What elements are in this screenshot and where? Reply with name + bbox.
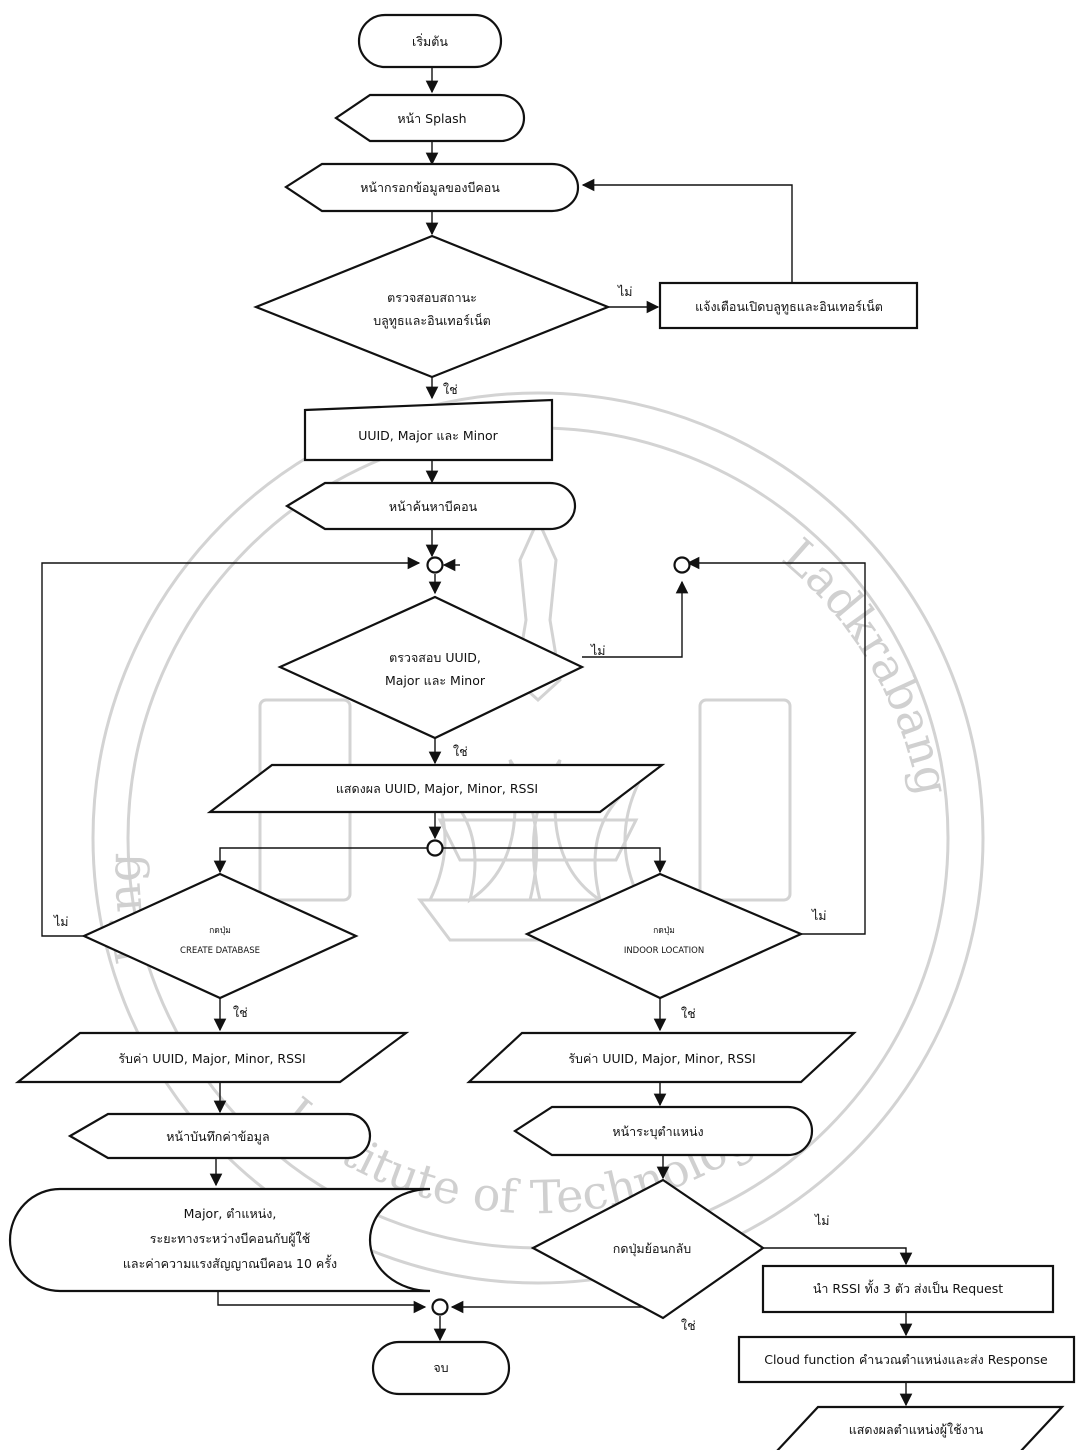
status-decision-line-1: ตรวจสอบสถานะ xyxy=(387,290,477,305)
manual-input: UUID, Major และ Minor xyxy=(303,398,554,462)
cloud-function-label: Cloud function คำนวณตำแหน่งและส่ง Respon… xyxy=(764,1352,1048,1367)
stored-data-line-2: ระยะทางระหว่างบีคอนกับผู้ใช้ xyxy=(150,1231,310,1247)
input-page-display: หน้ากรอกข้อมูลของบีคอน xyxy=(283,162,580,213)
splash-display: หน้า Splash xyxy=(334,93,526,143)
receive-left-label: รับค่า UUID, Major, Minor, RSSI xyxy=(118,1051,305,1066)
indoor-decision-line-2: INDOOR LOCATION xyxy=(624,946,704,956)
locate-page-display: หน้าระบุตำแหน่ง xyxy=(512,1105,814,1157)
stored-data: Major, ตำแหน่ง, ระยะทางระหว่างบีคอนกับผู… xyxy=(8,1187,431,1293)
status-decision: ตรวจสอบสถานะ บลูทูธและอินเทอร์เน็ต xyxy=(253,234,611,379)
back-button-decision: กดปุ่มย้อนกลับ xyxy=(530,1178,765,1320)
indoor-decision-line-1: กดปุ่ม xyxy=(653,926,675,936)
start-terminal: เริ่มต้น xyxy=(357,13,503,69)
show-position-label: แสดงผลตำแหน่งผู้ใช้งาน xyxy=(849,1422,984,1438)
show-result-io: แสดงผล UUID, Major, Minor, RSSI xyxy=(206,763,666,814)
send-request-process: นำ RSSI ทั้ง 3 ตัว ส่งเป็น Request xyxy=(761,1264,1055,1314)
manual-input-label: UUID, Major และ Minor xyxy=(358,428,498,443)
send-request-label: นำ RSSI ทั้ง 3 ตัว ส่งเป็น Request xyxy=(813,1279,1003,1296)
alert-label: แจ้งเตือนเปิดบลูทูธและอินเทอร์เน็ต xyxy=(695,299,883,315)
connector-circle xyxy=(673,556,691,574)
watermark-text-right: Ladkrabang xyxy=(773,528,961,800)
receive-left-io: รับค่า UUID, Major, Minor, RSSI xyxy=(14,1031,410,1084)
stored-data-line-3: และค่าความแรงสัญญาณบีคอน 10 ครั้ง xyxy=(123,1254,337,1271)
id-check-line-1: ตรวจสอบ UUID, xyxy=(389,650,481,665)
back-decision-label: กดปุ่มย้อนกลับ xyxy=(613,1241,691,1257)
start-label: เริ่มต้น xyxy=(412,33,448,49)
splash-label: หน้า Splash xyxy=(397,111,466,126)
edge-label-no: ไม่ xyxy=(53,914,69,929)
stored-data-line-1: Major, ตำแหน่ง, xyxy=(184,1206,277,1221)
connector-circle xyxy=(431,1298,449,1316)
connector-circle xyxy=(426,556,444,574)
id-check-decision: ตรวจสอบ UUID, Major และ Minor xyxy=(277,595,585,740)
edge-labels: ไม่ ใช่ ไม่ ใช่ ไม่ ไม่ ใช่ ใช่ ไม่ ใช่ xyxy=(53,284,830,1333)
alert-process: แจ้งเตือนเปิดบลูทูธและอินเทอร์เน็ต xyxy=(658,281,919,330)
search-page-display: หน้าค้นหาบีคอน xyxy=(284,481,577,531)
id-check-line-2: Major และ Minor xyxy=(385,673,486,688)
edge-label-no: ไม่ xyxy=(811,908,827,923)
edge-label-yes: ใช่ xyxy=(443,382,458,397)
edge-label-no: ไม่ xyxy=(617,284,633,299)
end-label: จบ xyxy=(433,1360,448,1375)
show-position-io: แสดงผลตำแหน่งผู้ใช้งาน xyxy=(776,1405,1065,1450)
edge-label-yes: ใช่ xyxy=(233,1005,248,1020)
show-result-label: แสดงผล UUID, Major, Minor, RSSI xyxy=(336,781,538,796)
connector-circle xyxy=(426,839,444,857)
cloud-function-process: Cloud function คำนวณตำแหน่งและส่ง Respon… xyxy=(737,1335,1076,1384)
edge-label-yes: ใช่ xyxy=(453,744,468,759)
indoor-location-decision: กดปุ่ม INDOOR LOCATION xyxy=(524,872,804,1000)
save-page-label: หน้าบันทึกค่าข้อมูล xyxy=(166,1129,269,1145)
receive-right-io: รับค่า UUID, Major, Minor, RSSI xyxy=(466,1031,857,1084)
input-page-label: หน้ากรอกข้อมูลของบีคอน xyxy=(360,180,500,196)
locate-page-label: หน้าระบุตำแหน่ง xyxy=(612,1124,703,1140)
receive-right-label: รับค่า UUID, Major, Minor, RSSI xyxy=(568,1051,755,1066)
edge-label-no: ไม่ xyxy=(814,1213,830,1228)
status-decision-line-2: บลูทูธและอินเทอร์เน็ต xyxy=(373,313,491,329)
edge-label-yes: ใช่ xyxy=(681,1006,696,1021)
save-page-display: หน้าบันทึกค่าข้อมูล xyxy=(67,1112,372,1160)
create-database-decision: กดปุ่ม CREATE DATABASE xyxy=(81,872,359,1000)
end-terminal: จบ xyxy=(371,1340,511,1396)
search-page-label: หน้าค้นหาบีคอน xyxy=(389,499,478,514)
create-decision-line-1: กดปุ่ม xyxy=(209,926,231,936)
create-decision-line-2: CREATE DATABASE xyxy=(180,946,260,956)
edge-label-yes: ใช่ xyxy=(681,1318,696,1333)
edge-label-no: ไม่ xyxy=(590,643,606,658)
